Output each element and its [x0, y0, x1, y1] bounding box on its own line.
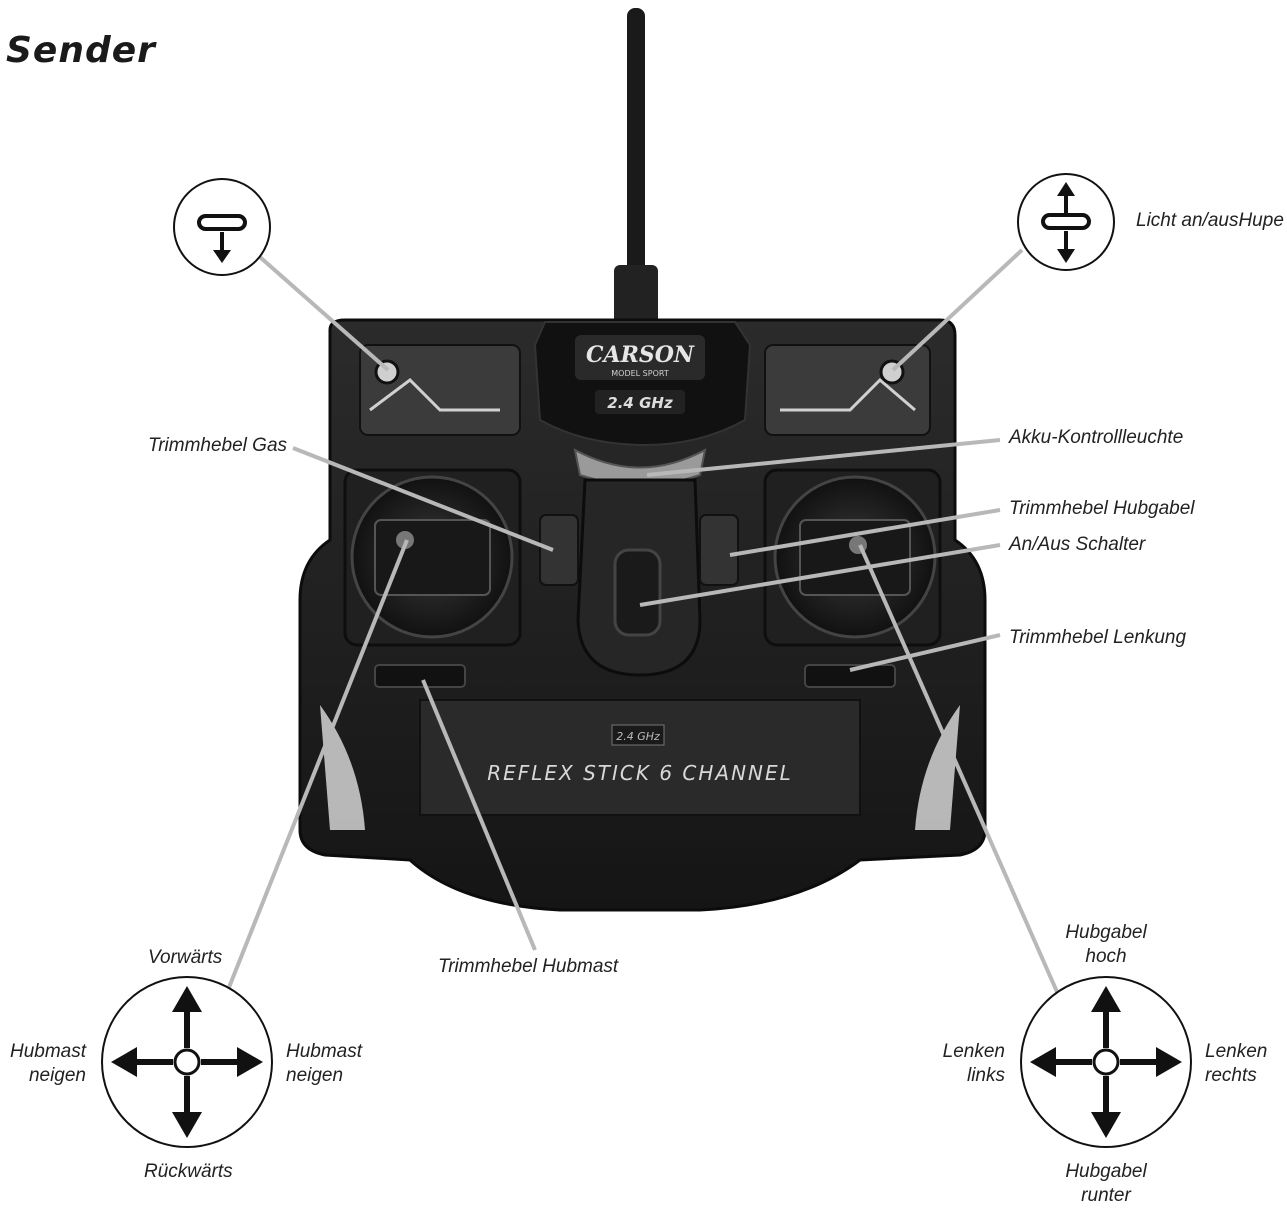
page-title: Sender — [6, 30, 156, 71]
trim-hubgabel[interactable] — [699, 514, 739, 586]
label-trimm-hubgabel: Trimmhebel Hubgabel — [1009, 498, 1195, 519]
label-line: Hubmast — [286, 1041, 363, 1062]
label-licht-hupe: Licht an/ausHupe — [1136, 210, 1284, 231]
left-gimbal — [343, 468, 522, 647]
panel-frequency: 2.4 GHz — [616, 730, 660, 743]
label-trimm-gas: Trimmhebel Gas — [148, 435, 288, 456]
antenna — [614, 8, 658, 325]
left-stick-direction-icon — [101, 976, 273, 1148]
label-hubmast-neigen-right: Hubmast neigen — [286, 1040, 362, 1088]
label-trimm-hubmast: Trimmhebel Hubmast — [438, 956, 619, 977]
frequency-badge: 2.4 GHz — [607, 394, 673, 412]
label-line: rechts — [1205, 1065, 1257, 1086]
label-line: Hubgabel — [1065, 1161, 1147, 1182]
label-vorwaerts: Vorwärts — [148, 947, 223, 968]
label-lenken-rechts: Lenken rechts — [1205, 1040, 1267, 1088]
label-line: links — [966, 1065, 1005, 1086]
label-rueckwaerts: Rückwärts — [144, 1161, 233, 1182]
label-line: Lenken — [942, 1041, 1005, 1062]
leader-lines — [218, 241, 1067, 1011]
label-line: Hubmast — [9, 1041, 86, 1062]
label-hubgabel-runter: Hubgabel runter — [1046, 1160, 1166, 1208]
label-line: Hubgabel — [1065, 922, 1147, 943]
trim-hubmast[interactable] — [374, 664, 466, 688]
label-hubgabel-hoch: Hubgabel hoch — [1046, 921, 1166, 969]
label-akku: Akku-Kontrollleuchte — [1009, 427, 1184, 448]
transmitter-body: CARSON MODEL SPORT 2.4 GHz 2.4 GHz — [298, 318, 987, 912]
trim-lenkung[interactable] — [804, 664, 896, 688]
label-line: Lenken — [1205, 1041, 1268, 1062]
power-switch[interactable] — [613, 548, 662, 637]
switch-up-down-icon — [1017, 173, 1115, 271]
label-line: runter — [1081, 1185, 1131, 1206]
right-gimbal — [763, 468, 942, 647]
brand-logo: CARSON — [586, 342, 695, 368]
label-line: hoch — [1085, 946, 1127, 967]
switch-down-icon — [173, 178, 271, 276]
label-trimm-lenkung: Trimmhebel Lenkung — [1009, 627, 1187, 648]
label-lenken-links: Lenken links — [928, 1040, 1005, 1088]
model-name: REFLEX STICK 6 CHANNEL — [487, 761, 793, 785]
brand-sub: MODEL SPORT — [611, 369, 669, 378]
label-hubmast-neigen-left: Hubmast neigen — [0, 1040, 86, 1088]
right-stick-direction-icon — [1020, 976, 1192, 1148]
label-line: neigen — [286, 1065, 344, 1086]
label-an-aus: An/Aus Schalter — [1009, 534, 1146, 555]
trim-gas[interactable] — [539, 514, 579, 586]
label-line: neigen — [28, 1065, 86, 1086]
